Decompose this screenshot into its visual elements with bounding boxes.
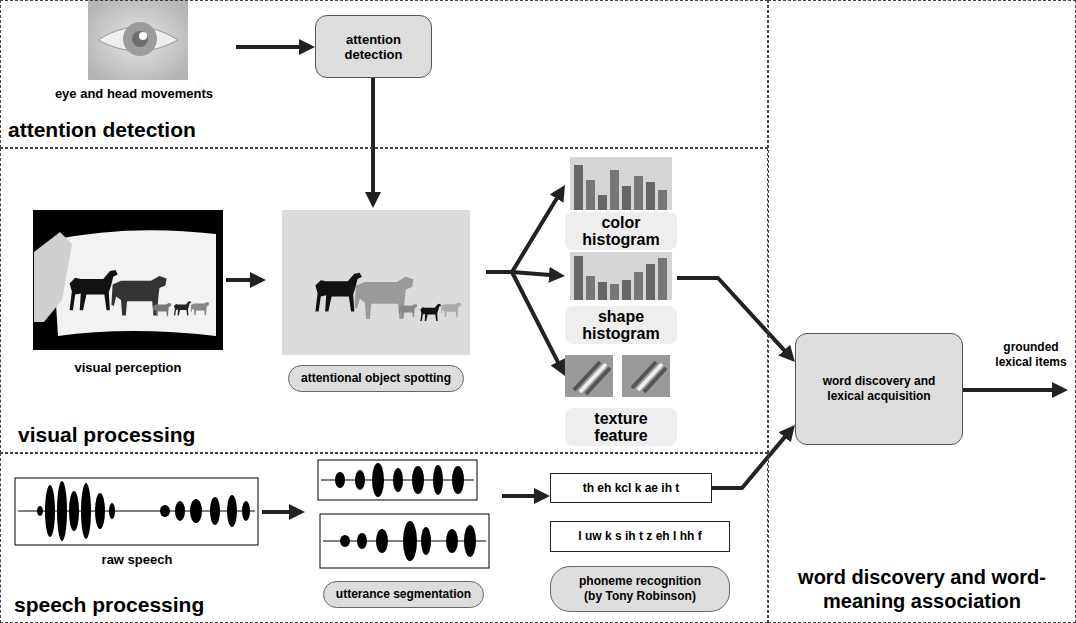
arrow-connector: [226, 278, 258, 282]
arrow-connector: [677, 278, 790, 356]
image-caption: raw speech: [12, 476, 262, 570]
arrow-connector: [486, 272, 561, 369]
node-label: color histogram: [565, 212, 677, 250]
node-label: visual perception: [75, 360, 182, 376]
node-label: texture feature: [565, 408, 677, 446]
node-label: word discovery and lexical acquisition: [804, 374, 954, 404]
color-histogram-image: [570, 157, 672, 210]
region-title: visual processing: [18, 422, 195, 447]
region-title: speech processing: [14, 592, 204, 617]
node-label: eye and head movements: [55, 86, 213, 102]
feature-label: shape histogram: [565, 253, 677, 344]
arrow-connector: [502, 494, 542, 498]
eye-image: [88, 0, 188, 80]
output-arrow: [963, 388, 1060, 392]
arrow-connector: [236, 45, 307, 49]
visual-perception-photo: [33, 210, 223, 350]
node-label: phoneme recognition (by Tony Robinson): [563, 574, 717, 604]
region-band: word discovery and word-meaning associat…: [768, 0, 1076, 623]
node-label: utterance segmentation: [323, 581, 484, 608]
node-label: attentional object spotting: [288, 365, 464, 392]
caption-pill: phoneme recognition (by Tony Robinson): [550, 566, 730, 612]
node-label: raw speech: [102, 552, 173, 568]
node-label: l uw k s ih t z eh l hh f: [578, 529, 701, 544]
process-box: attention detection: [315, 15, 432, 78]
region-title: word discovery and word-meaning associat…: [774, 565, 1070, 613]
texture-gabor-image: [565, 355, 670, 397]
feature-label: color histogram: [565, 155, 677, 250]
process-box: word discovery and lexical acquisition: [795, 333, 963, 445]
region-band: visual processing visual perception attent…: [0, 148, 768, 453]
feature-label: texture feature: [565, 352, 677, 446]
region-band: attention detection eye and head movement…: [0, 0, 768, 148]
phoneme-box: th eh kcl k ae ih t: [550, 473, 712, 503]
node-label: attention detection: [324, 32, 423, 62]
image-caption: eye and head movements: [32, 0, 236, 104]
arrow-connector: [371, 78, 375, 200]
image-caption: attentional object spotting: [266, 208, 486, 392]
image-caption: utterance segmentation: [305, 457, 502, 608]
arrow-connector: [262, 510, 297, 514]
node-label: th eh kcl k ae ih t: [583, 481, 680, 496]
raw-speech-waveform: [15, 478, 258, 545]
arrow-connector: [486, 192, 561, 272]
node-label: shape histogram: [565, 306, 677, 344]
phoneme-box: l uw k s ih t z eh l hh f: [550, 521, 730, 552]
output-label: grounded lexical items: [990, 340, 1072, 370]
image-caption: visual perception: [30, 208, 226, 378]
arrow-connector: [712, 431, 790, 488]
segment-waveforms: [318, 460, 489, 568]
shape-histogram-image: [570, 252, 672, 300]
region-band: speech processing raw speech utterance seg…: [0, 453, 768, 623]
region-title: attention detection: [8, 117, 196, 142]
object-spotting-image: [282, 210, 470, 355]
